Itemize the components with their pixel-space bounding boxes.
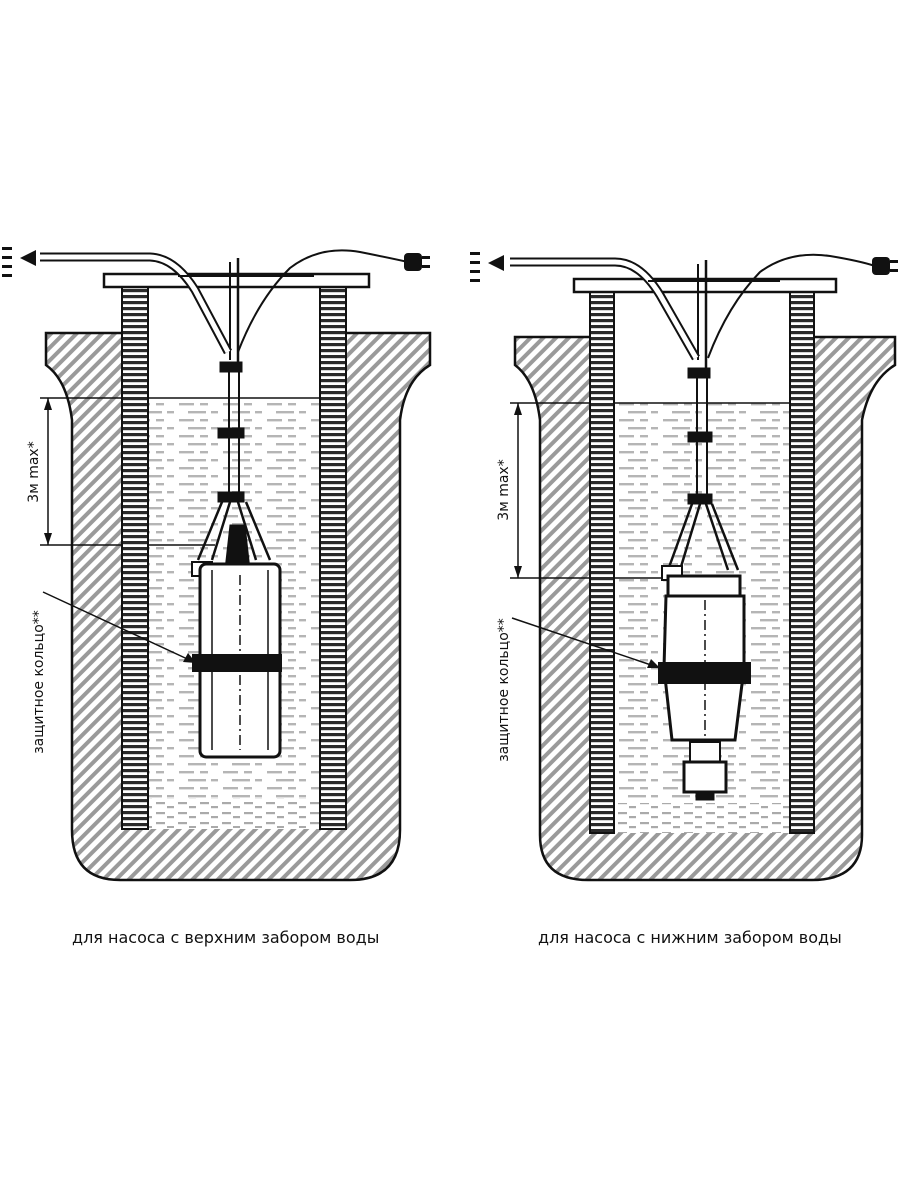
power-plug-icon xyxy=(872,257,898,275)
casing-ring-right xyxy=(789,289,815,834)
depth-label: 3м max* xyxy=(26,441,42,502)
diagram-bottom-intake: 3м max* защитное кольцо** xyxy=(470,252,898,882)
pump-top-intake xyxy=(191,258,282,759)
well-cover xyxy=(102,272,371,289)
cables xyxy=(40,249,409,355)
casing-ring-left xyxy=(589,289,615,834)
water-outlet-arrow xyxy=(2,247,36,277)
protective-ring xyxy=(658,662,751,684)
gravel-bottom xyxy=(148,798,320,828)
ring-callout-line xyxy=(42,591,197,664)
casing-ring-left xyxy=(121,286,149,830)
gravel-bottom xyxy=(614,803,790,833)
caption-top-intake: для насоса с верхним забором воды xyxy=(72,928,380,947)
caption-bottom-intake: для насоса с нижним забором воды xyxy=(538,928,842,947)
ring-label: защитное кольцо** xyxy=(31,610,47,754)
depth-label: 3м max* xyxy=(496,459,512,520)
casing-ring-right xyxy=(319,286,347,830)
ring-label: защитное кольцо** xyxy=(496,618,512,762)
protective-ring xyxy=(192,654,282,672)
ring-callout-line xyxy=(511,617,661,669)
power-plug-icon xyxy=(404,253,430,271)
pump-bottom-intake xyxy=(658,260,751,801)
depth-dimension xyxy=(514,403,522,578)
cables xyxy=(510,253,876,361)
diagram-top-intake: 3м max* защитное кольцо** xyxy=(2,247,432,882)
water-outlet-arrow xyxy=(470,252,504,282)
depth-dimension xyxy=(44,398,52,545)
